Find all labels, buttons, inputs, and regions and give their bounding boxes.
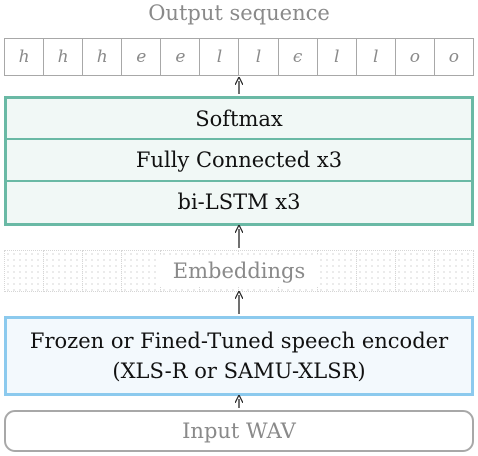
embedding-cell — [355, 250, 396, 292]
fully-connected-layer: Fully Connected x3 — [7, 140, 471, 182]
embedding-cell — [433, 250, 474, 292]
output-token: o — [433, 38, 474, 76]
input-wav-box: Input WAV — [4, 410, 474, 452]
output-sequence-title: Output sequence — [148, 1, 330, 25]
softmax-layer: Softmax — [7, 99, 471, 141]
output-sequence-row: h h h e e l l ϵ l l o o — [4, 38, 474, 78]
embedding-cell — [4, 250, 45, 292]
encoder-line-1: Frozen or Fined-Tuned speech encoder — [29, 329, 449, 353]
input-wav-label: Input WAV — [182, 419, 296, 443]
embeddings-label: Embeddings — [160, 255, 318, 287]
embedding-cell — [316, 250, 357, 292]
embedding-cell — [394, 250, 435, 292]
bilstm-layer: bi-LSTM x3 — [177, 190, 301, 215]
classifier-stack: Softmax Fully Connected x3 bi-LSTM x3 — [4, 96, 474, 226]
speech-encoder-box: Frozen or Fined-Tuned speech encoder (XL… — [4, 316, 474, 396]
encoder-line-2: (XLS-R or SAMU-XLSR) — [112, 359, 366, 383]
embedding-cell — [82, 250, 123, 292]
